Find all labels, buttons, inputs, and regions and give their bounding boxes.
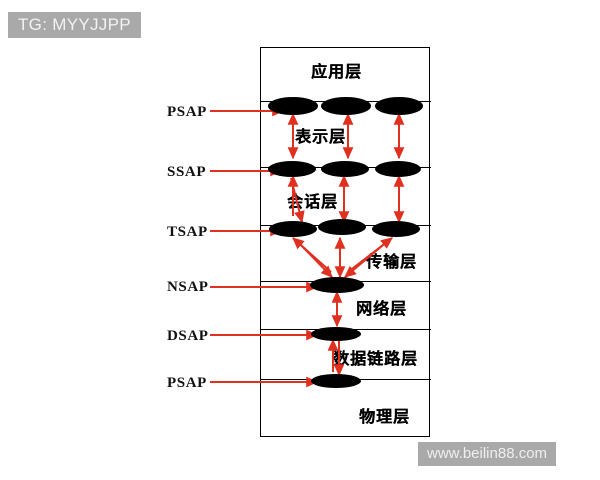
sap-label-tsap: TSAP	[167, 224, 208, 240]
watermark: www.beilin88.com	[418, 442, 557, 466]
layer-divider-sess-trans	[261, 225, 431, 226]
layer-name-physical: 物理层	[359, 407, 411, 426]
layer-divider-net-dll	[261, 329, 431, 330]
layer-name-application: 应用层	[311, 62, 363, 81]
layer-divider-dll-phy	[261, 379, 431, 380]
layer-divider-app-pres	[261, 101, 431, 102]
layer-divider-pres-sess	[261, 167, 431, 168]
tg-tag: TG: MYYJJPP	[8, 12, 141, 38]
sap-label-psap-bottom: PSAP	[167, 375, 207, 391]
sap-label-ssap: SSAP	[167, 164, 207, 180]
layer-name-datalink: 数据链路层	[333, 349, 419, 368]
layer-name-session: 会话层	[287, 192, 339, 211]
sap-label-psap-top: PSAP	[167, 104, 207, 120]
sap-label-dsap: DSAP	[167, 328, 209, 344]
sap-label-nsap: NSAP	[167, 279, 209, 295]
layer-name-presentation: 表示层	[295, 127, 347, 146]
layer-divider-trans-net	[261, 281, 431, 282]
layer-name-transport: 传输层	[366, 252, 418, 271]
osi-stack-box	[260, 47, 431, 437]
layer-name-network: 网络层	[356, 299, 408, 318]
